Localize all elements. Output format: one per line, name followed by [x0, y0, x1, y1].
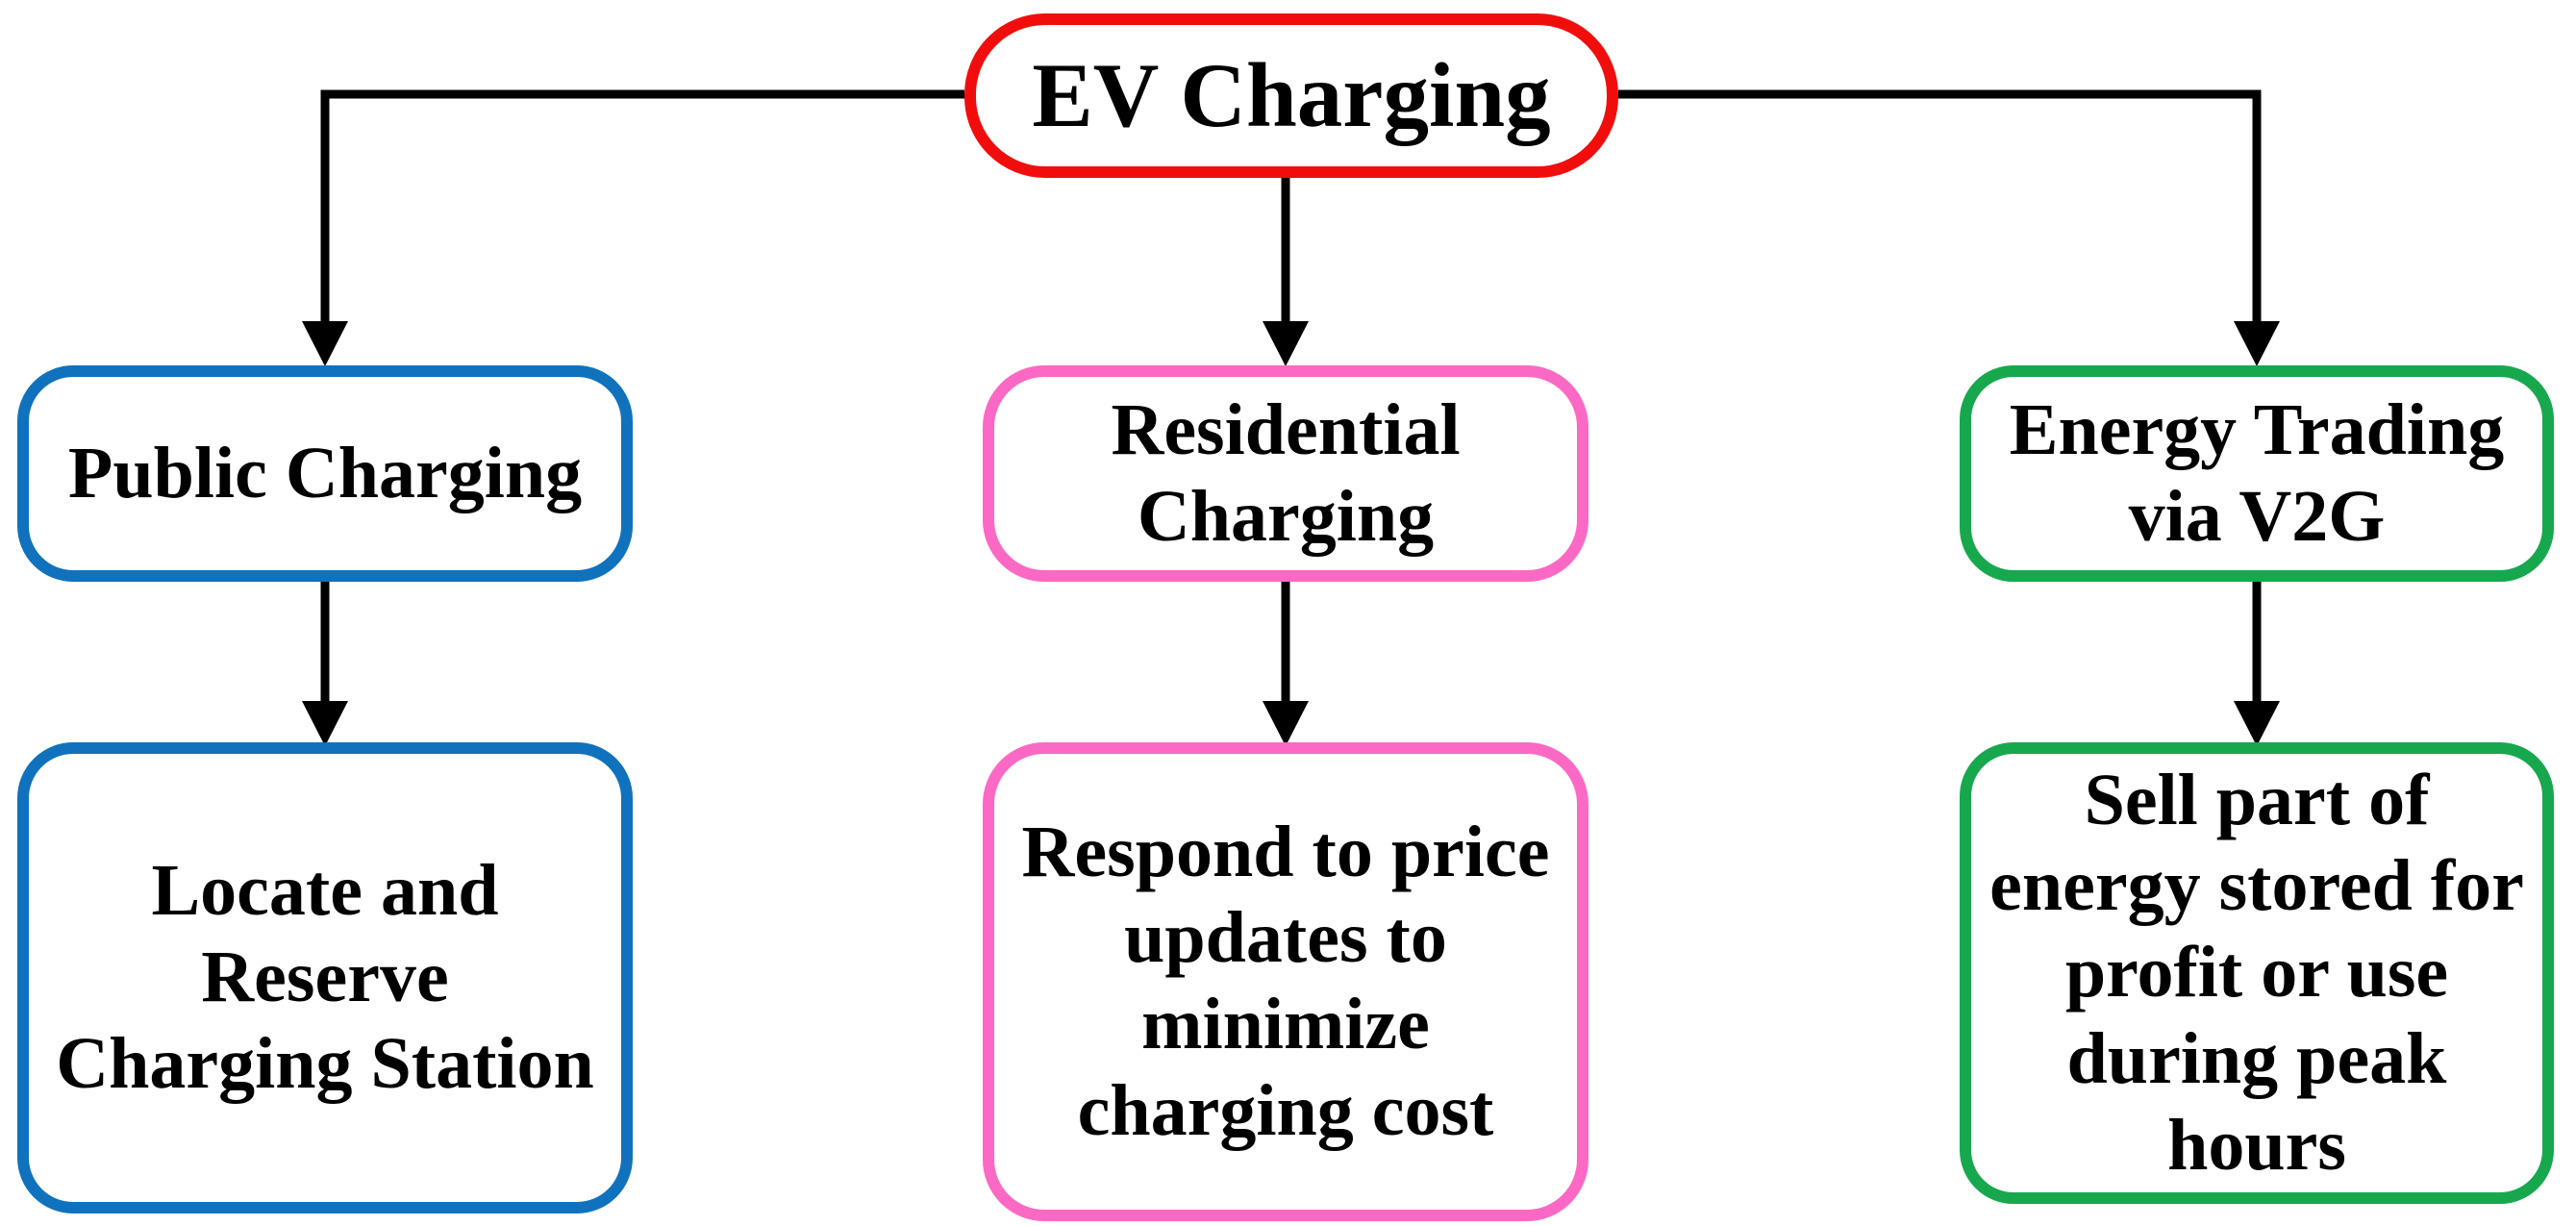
arrowhead-residential-detail-icon — [1263, 701, 1309, 746]
node-public-charging: Public Charging — [17, 365, 633, 582]
arrowhead-v2g-icon — [2234, 321, 2280, 366]
arrowhead-v2g-detail-icon — [2234, 701, 2280, 746]
node-residential-charging: Residential Charging — [983, 365, 1588, 582]
arrowhead-residential-icon — [1263, 321, 1309, 366]
node-ev-charging: EV Charging — [964, 13, 1618, 178]
connector-root-to-public — [320, 89, 964, 323]
node-energy-trading-v2g: Energy Trading via V2G — [1960, 365, 2554, 582]
node-sell-stored-energy: Sell part of energy stored for profit or… — [1960, 742, 2554, 1204]
arrowhead-public-icon — [302, 321, 348, 366]
arrowhead-public-detail-icon — [302, 701, 348, 746]
connector-root-to-v2g — [1618, 89, 2262, 323]
node-public-charging-label: Public Charging — [67, 432, 583, 513]
node-residential-charging-label: Residential Charging — [1111, 388, 1461, 557]
node-locate-reserve-station: Locate and Reserve Charging Station — [17, 742, 633, 1213]
node-locate-reserve-station-label: Locate and Reserve Charging Station — [56, 850, 594, 1104]
node-sell-stored-energy-label: Sell part of energy stored for profit or… — [1989, 759, 2524, 1186]
node-respond-price-updates: Respond to price updates to minimize cha… — [983, 742, 1588, 1221]
node-respond-price-updates-label: Respond to price updates to minimize cha… — [1021, 811, 1550, 1151]
node-energy-trading-v2g-label: Energy Trading via V2G — [2009, 388, 2505, 557]
node-ev-charging-label: EV Charging — [1032, 44, 1551, 147]
